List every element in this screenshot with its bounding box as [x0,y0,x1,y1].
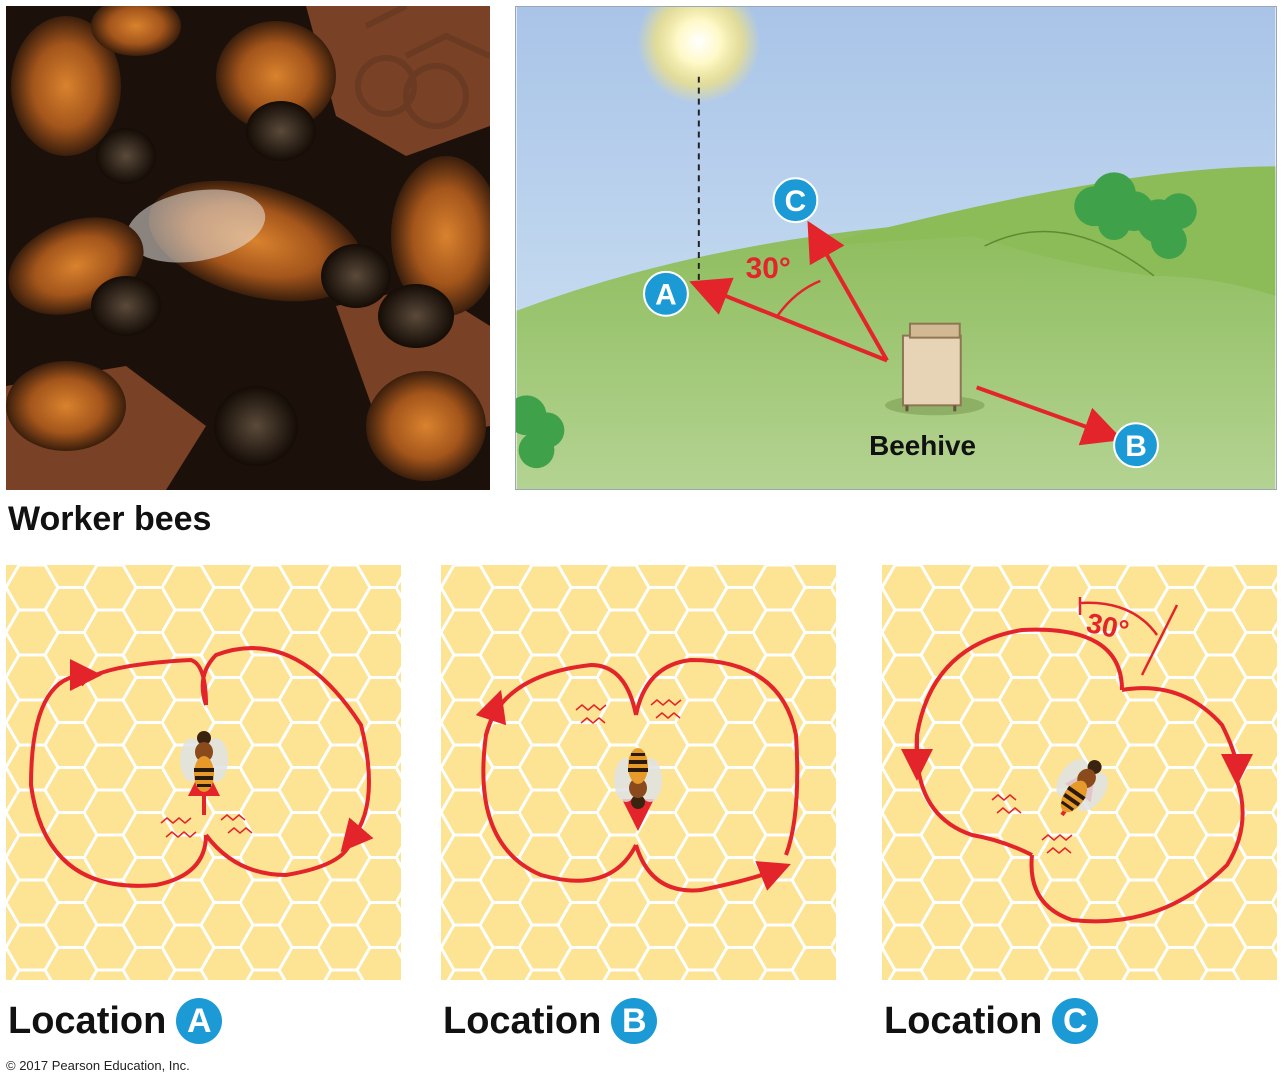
dance-panel-c: 30° [882,565,1277,980]
worker-bees-photo [6,6,490,490]
location-c-badge: C [1052,998,1099,1044]
location-a-badge: A [176,998,223,1044]
svg-text:A: A [655,279,677,312]
badge-b: B [1113,422,1159,469]
location-c-label: Location [884,999,1043,1042]
arrow-to-c [807,220,889,362]
worker-bees-caption: Worker bees [8,500,212,538]
location-a-label: Location [8,999,167,1042]
angle-arc [776,279,821,317]
arrow-to-b [975,385,1123,446]
location-b-label: Location [443,999,602,1042]
angle-label: 30° [746,252,791,285]
location-b-caption: Location B [443,998,658,1044]
copyright-notice: © 2017 Pearson Education, Inc. [6,1058,190,1073]
badge-c: C [772,177,819,224]
svg-text:C: C [785,185,807,218]
dance-panel-a [6,565,401,980]
dance-panel-b [441,565,836,980]
sun [637,7,761,104]
location-a-caption: Location A [8,998,223,1044]
beehive-label: Beehive [869,430,976,461]
arrow-to-a [689,277,888,363]
location-c-caption: Location C [884,998,1099,1044]
badge-a: A [643,270,689,317]
sun-hive-landscape: 30° A C B Beehive [515,6,1277,490]
bush-right [1074,172,1197,259]
location-b-badge: B [611,998,658,1044]
bush-left [516,395,565,469]
svg-text:B: B [1125,430,1147,463]
beehive [885,322,985,416]
